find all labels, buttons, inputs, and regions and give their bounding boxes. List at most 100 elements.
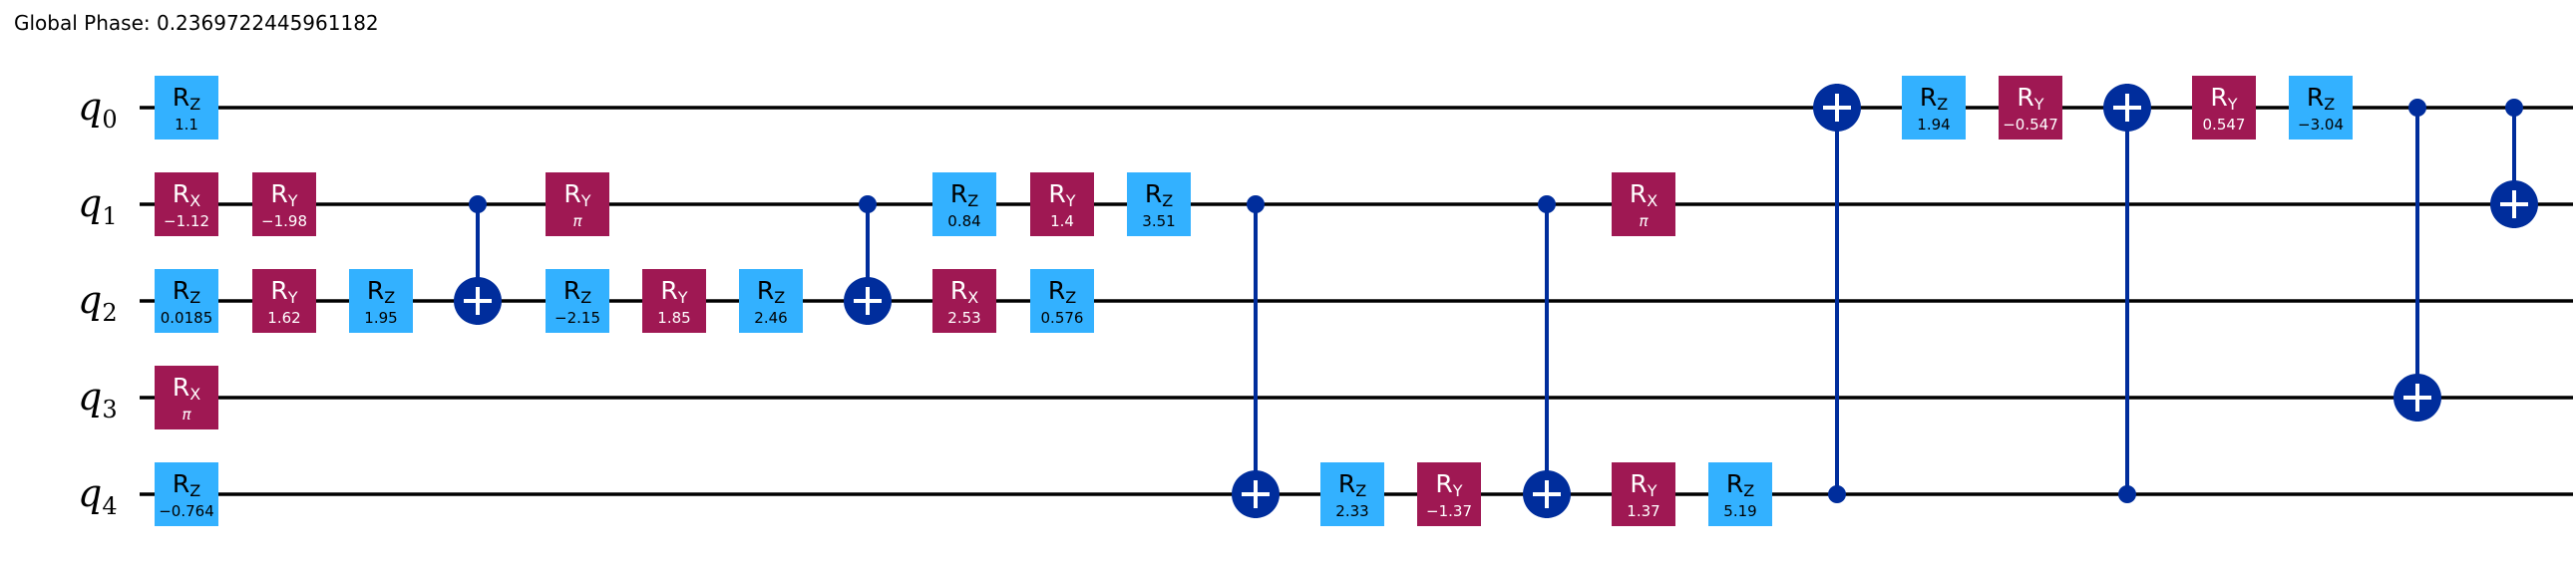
gate-param: π (1639, 212, 1649, 230)
cnot-gate (454, 195, 502, 325)
cnot-gate (844, 195, 892, 325)
rz-gate: RZ1.1 (155, 76, 218, 140)
gate-box (155, 172, 218, 236)
qubit-label-4: q4 (78, 471, 118, 520)
gate-param: 1.4 (1050, 212, 1074, 230)
gate-box (2192, 76, 2256, 140)
cnot-gate (1523, 195, 1571, 518)
ry-gate: RYπ (546, 172, 609, 236)
gate-param: π (572, 212, 582, 230)
gate-param: π (182, 406, 191, 424)
gate-param: 1.62 (267, 309, 300, 327)
ry-gate: RY1.85 (642, 269, 706, 333)
gate-param: 2.53 (947, 309, 980, 327)
rz-gate: RZ2.33 (1320, 462, 1384, 526)
gate-box (739, 269, 803, 333)
gate-box (1030, 172, 1094, 236)
ry-gate: RY1.4 (1030, 172, 1094, 236)
gate-box (1030, 269, 1094, 333)
gate-name: RZ (1145, 179, 1173, 210)
gate-param: 2.46 (754, 309, 787, 327)
gate-param: 0.576 (1041, 309, 1084, 327)
cnot-control-dot (2118, 485, 2136, 503)
rx-gate: RX2.53 (932, 269, 996, 333)
gate-box (1417, 462, 1481, 526)
cnot-gate (2393, 99, 2441, 422)
gate-param: −0.764 (159, 502, 214, 520)
cnot-control-dot (859, 195, 877, 213)
rx-gate: RXπ (155, 366, 218, 429)
gate-box (252, 172, 316, 236)
gate-box (1320, 462, 1384, 526)
gate-box (932, 172, 996, 236)
gate-box (932, 269, 996, 333)
ry-gate: RY0.547 (2192, 76, 2256, 140)
gate-box (642, 269, 706, 333)
gate-param: 3.51 (1142, 212, 1175, 230)
gate-param: −1.12 (164, 212, 209, 230)
gate-param: −1.37 (1426, 502, 1472, 520)
rz-gate: RZ−3.04 (2289, 76, 2353, 140)
global-phase-label: Global Phase: 0.2369722445961182 (14, 11, 379, 35)
gate-box (1127, 172, 1191, 236)
gate-param: 5.19 (1723, 502, 1756, 520)
gate-param: 1.94 (1917, 116, 1950, 134)
gate-box (252, 269, 316, 333)
cnot-gate (2103, 84, 2151, 503)
rz-gate: RZ0.0185 (155, 269, 218, 333)
gate-box (1612, 462, 1675, 526)
gate-param: 1.95 (364, 309, 397, 327)
gate-box (2289, 76, 2353, 140)
ry-gate: RY−0.547 (1999, 76, 2062, 140)
gate-param: 0.547 (2203, 116, 2246, 134)
gate-name: RZ (1048, 276, 1076, 307)
rx-gate: RX−1.12 (155, 172, 218, 236)
rz-gate: RZ1.94 (1902, 76, 1966, 140)
cnot-control-dot (469, 195, 487, 213)
gate-param: −3.04 (2298, 116, 2344, 134)
gate-box (349, 269, 413, 333)
rz-gate: RZ1.95 (349, 269, 413, 333)
gate-box (155, 269, 218, 333)
cnot-gate (1232, 195, 1280, 518)
gate-box (1999, 76, 2062, 140)
ry-gate: RY−1.98 (252, 172, 316, 236)
gate-param: 1.85 (657, 309, 690, 327)
rz-gate: RZ −0.764 (155, 462, 218, 526)
qubit-label-3: q3 (78, 375, 118, 424)
gate-param: −2.15 (554, 309, 600, 327)
gate-param: 0.0185 (161, 309, 213, 327)
gate-box (155, 76, 218, 140)
rx-gate: RXπ (1612, 172, 1675, 236)
gate-param: 1.37 (1627, 502, 1659, 520)
rz-gate: RZ5.19 (1708, 462, 1772, 526)
gate-param: −0.547 (2003, 116, 2058, 134)
gate-box (1708, 462, 1772, 526)
gate-name: RZ (173, 469, 200, 500)
gate-param: −1.98 (261, 212, 307, 230)
gate-param: 2.33 (1335, 502, 1368, 520)
gate-box (546, 172, 609, 236)
rz-gate: RZ−2.15 (546, 269, 609, 333)
cnot-gate (1813, 84, 1861, 503)
gate-name: RY (270, 276, 297, 307)
ry-gate: RY−1.37 (1417, 462, 1481, 526)
rz-gate: RZ0.84 (932, 172, 996, 236)
qubit-label-2: q2 (78, 278, 118, 327)
gate-box (1902, 76, 1966, 140)
rz-gate: RZ2.46 (739, 269, 803, 333)
gate-box (1612, 172, 1675, 236)
gate-param: 0.84 (947, 212, 980, 230)
rz-gate: RZ 0.576 (1030, 269, 1094, 333)
ry-gate: RY1.37 (1612, 462, 1675, 526)
qubit-label-0: q0 (78, 85, 118, 134)
gate-box (546, 269, 609, 333)
cnot-control-dot (1247, 195, 1265, 213)
gate-box (155, 366, 218, 429)
gate-param: 1.1 (175, 116, 198, 134)
qubit-label-1: q1 (78, 181, 118, 230)
ry-gate: RY 1.62 (252, 269, 316, 333)
rz-gate: RZ 3.51 (1127, 172, 1191, 236)
cnot-control-dot (1538, 195, 1556, 213)
